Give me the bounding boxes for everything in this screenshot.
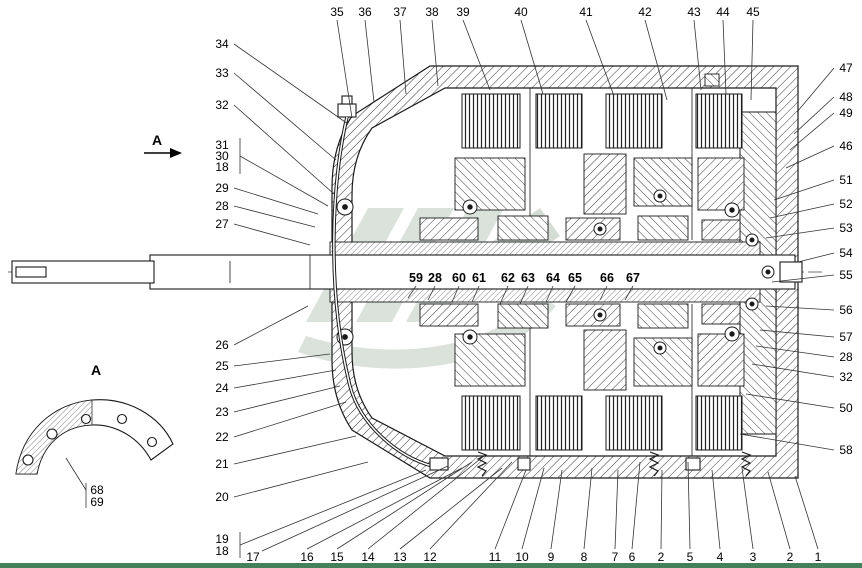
part-callout: 61 — [471, 270, 487, 285]
part-callout: 9 — [547, 550, 555, 564]
shaft-sleeve-upper — [329, 241, 761, 256]
part-callout: 50 — [839, 401, 853, 415]
part-callout: 18 — [215, 160, 229, 174]
part-callout: 32 — [215, 98, 229, 112]
drain-fittings — [429, 457, 701, 471]
part-callout: 60 — [451, 270, 467, 285]
part-callout: 7 — [611, 550, 619, 564]
part-callout: 45 — [746, 5, 760, 19]
part-callout: 35 — [330, 5, 344, 19]
part-callout: 4 — [716, 550, 724, 564]
part-callout: 15 — [330, 550, 344, 564]
part-callout: 17 — [246, 550, 260, 564]
part-callout: 28 — [215, 199, 229, 213]
part-callout: 65 — [567, 270, 583, 285]
springs — [476, 451, 752, 477]
part-callout: 32 — [839, 370, 853, 384]
part-callout: 23 — [215, 405, 229, 419]
part-callout: 26 — [215, 338, 229, 352]
part-callout: 28 — [839, 350, 853, 364]
part-callout: 55 — [839, 268, 853, 282]
part-callout: 41 — [579, 5, 593, 19]
part-callout: 46 — [839, 139, 853, 153]
clutch-packs — [461, 93, 743, 451]
leader-lines — [65, 19, 835, 558]
part-callout: 16 — [300, 550, 314, 564]
part-callout: 42 — [638, 5, 652, 19]
part-callout: 48 — [839, 90, 853, 104]
part-callout: 53 — [839, 221, 853, 235]
part-callout: 18 — [215, 544, 229, 558]
part-callout: 11 — [488, 550, 502, 564]
part-callout: 56 — [839, 303, 853, 317]
main-shaft — [11, 254, 803, 290]
part-callout: 38 — [425, 5, 439, 19]
part-callout: 33 — [215, 66, 229, 80]
part-callout: 69 — [90, 495, 104, 509]
part-callout: 24 — [215, 381, 229, 395]
part-callout: 2 — [657, 550, 665, 564]
part-callout: 52 — [839, 197, 853, 211]
bearings — [336, 189, 775, 355]
part-callout: 25 — [215, 359, 229, 373]
detail-part — [15, 399, 174, 475]
part-callout: 54 — [839, 246, 853, 260]
part-callout: 22 — [215, 430, 229, 444]
part-callout: 63 — [520, 270, 536, 285]
part-callout: 37 — [393, 5, 407, 19]
part-callout: 44 — [716, 5, 730, 19]
part-callout: 68 — [90, 483, 104, 497]
part-callout: 67 — [625, 270, 641, 285]
part-callout: 64 — [545, 270, 561, 285]
part-callout: 13 — [393, 550, 407, 564]
part-callout: 59 — [408, 270, 424, 285]
part-callout: 20 — [215, 490, 229, 504]
part-callout: 34 — [215, 37, 229, 51]
part-callout: 66 — [599, 270, 615, 285]
part-callout: 51 — [839, 173, 853, 187]
oil-pipe — [332, 95, 433, 468]
gear-drums — [419, 153, 745, 391]
part-callout: 47 — [839, 61, 853, 75]
part-callout: 36 — [358, 5, 372, 19]
part-callout: 28 — [427, 270, 443, 285]
footer-accent-strip — [0, 563, 862, 568]
part-callout: 62 — [500, 270, 516, 285]
part-callout: 58 — [839, 443, 853, 457]
part-callout: 21 — [215, 457, 229, 471]
part-callout: 43 — [687, 5, 701, 19]
part-callout: 2 — [786, 550, 794, 564]
part-callout: 10 — [515, 550, 529, 564]
part-callout: 49 — [839, 106, 853, 120]
part-callout: 31 — [215, 138, 229, 152]
part-callout: 14 — [361, 550, 375, 564]
part-callout: 5 — [686, 550, 694, 564]
part-callout: 30 — [215, 149, 229, 163]
part-callout: 3 — [749, 550, 757, 564]
part-callout: 57 — [839, 330, 853, 344]
section-arrow — [144, 148, 182, 158]
part-callout: 6 — [628, 550, 636, 564]
part-callout: 19 — [215, 532, 229, 546]
part-callout: 1 — [814, 550, 822, 564]
part-callout: 27 — [215, 217, 229, 231]
part-callout: 8 — [580, 550, 588, 564]
detail-view-label: A — [90, 362, 102, 378]
shaft-sleeve-lower — [329, 288, 761, 303]
part-callout: 40 — [514, 5, 528, 19]
part-callout: 29 — [215, 181, 229, 195]
section-view-label: A — [151, 132, 163, 148]
part-callout: 39 — [456, 5, 470, 19]
part-callout: 12 — [423, 550, 437, 564]
